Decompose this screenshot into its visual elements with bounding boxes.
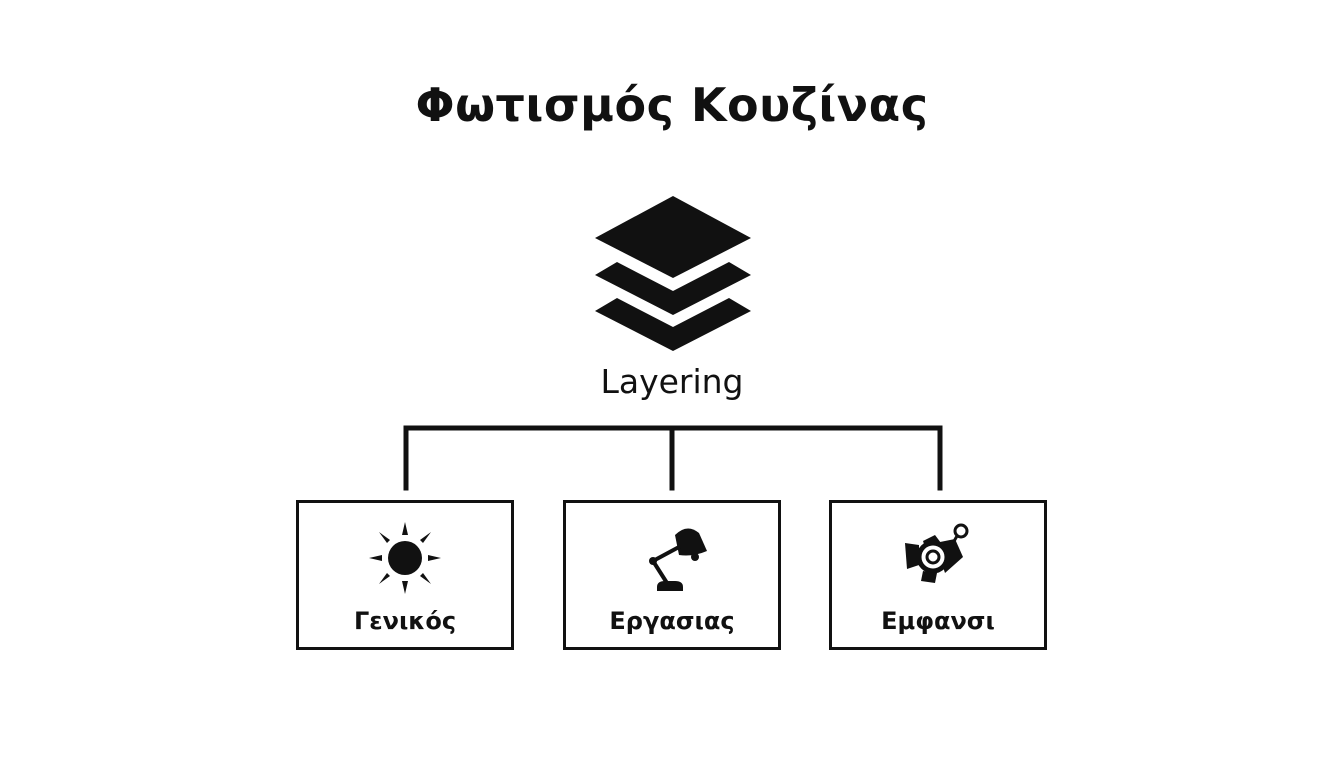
sun-icon	[369, 522, 441, 594]
layers-icon	[595, 196, 751, 351]
child-node-task: Εργασιας	[563, 500, 781, 650]
child-label-general: Γενικός	[353, 607, 457, 635]
child-label-task: Εργασιας	[609, 607, 735, 635]
child-node-general: Γενικός	[296, 500, 514, 650]
desk-lamp-icon	[649, 528, 707, 591]
diagram-title: Φωτισμός Κουζίνας	[415, 78, 929, 132]
root-node-label: Layering	[600, 362, 744, 401]
child-node-accent: Εμφανσι	[829, 500, 1047, 650]
spotlight-icon	[905, 523, 969, 583]
child-label-accent: Εμφανσι	[881, 607, 995, 635]
